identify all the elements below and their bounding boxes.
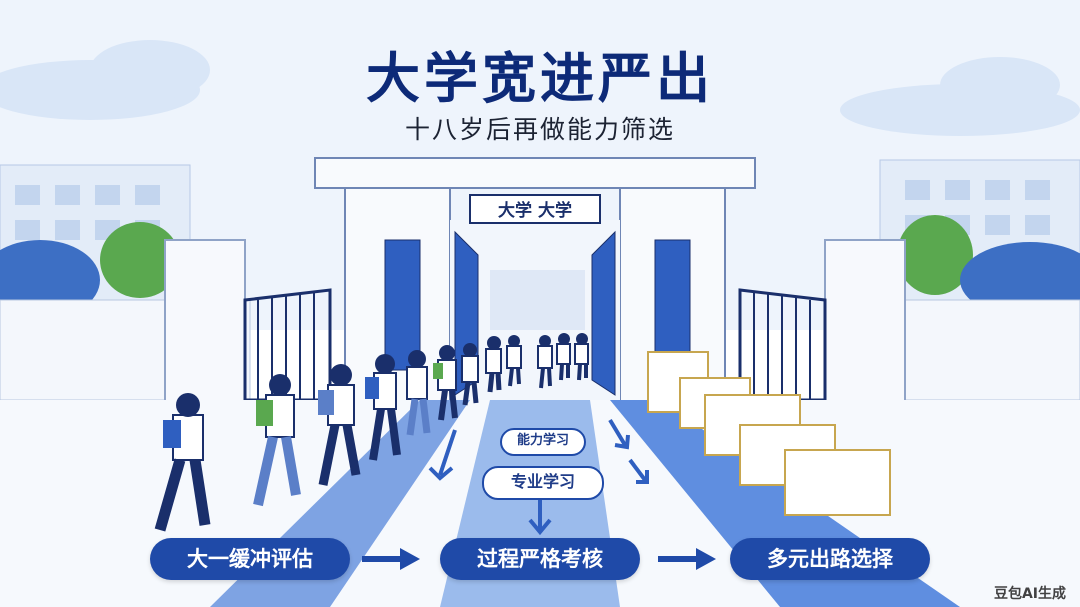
certificates	[647, 351, 891, 516]
watermark: 豆包AI生成	[993, 586, 1066, 602]
step-strict-process-exam: 过程严格考核	[440, 538, 640, 580]
road-arrows	[428, 418, 649, 536]
gate-sign-text: 大学 大学	[498, 200, 572, 221]
step-multiple-exits: 多元出路选择	[730, 538, 930, 580]
arrow-right-icon	[658, 548, 716, 570]
clouds	[0, 40, 1080, 136]
page-title: 大学宽进严出	[366, 47, 714, 110]
students	[154, 333, 589, 532]
page-subtitle: 十八岁后再做能力筛选	[404, 115, 675, 144]
arrow-right-icon	[362, 548, 420, 570]
road-label-ability: 能力学习	[500, 428, 586, 456]
side-pillars	[164, 239, 906, 406]
main-gate	[314, 157, 756, 404]
step-first-year-assessment: 大一缓冲评估	[150, 538, 350, 580]
road-label-major: 专业学习	[482, 466, 604, 500]
